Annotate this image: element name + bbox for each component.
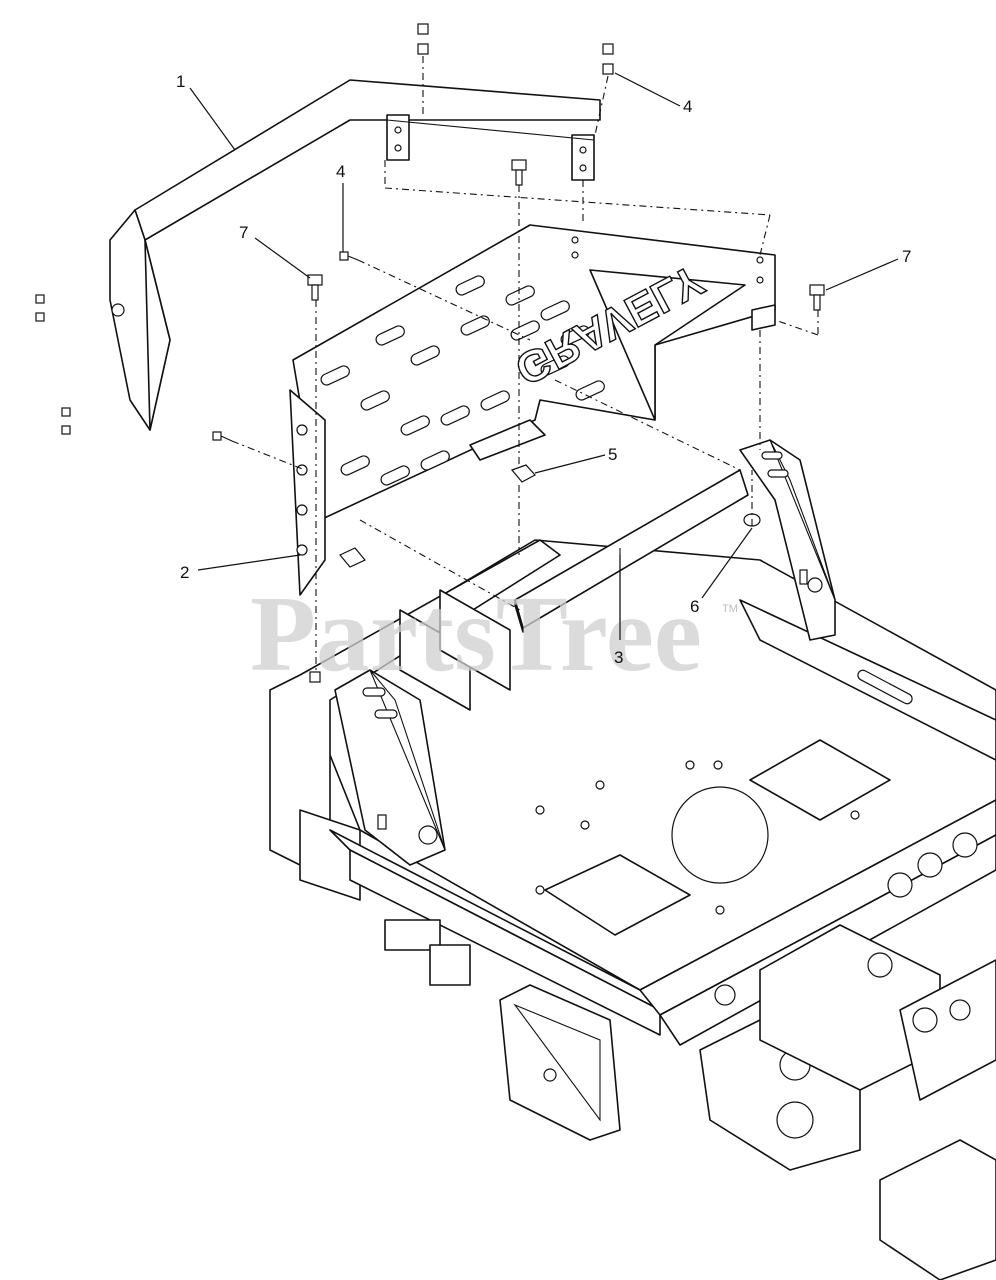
- seat-back-panel-part-2: GRAVELY: [289, 224, 776, 596]
- seat-pan-part-1: [109, 79, 601, 431]
- svg-text:5: 5: [608, 445, 617, 464]
- seat-support-bracket-left: [334, 669, 446, 866]
- panel-slots: [320, 275, 605, 486]
- svg-text:1: 1: [176, 72, 185, 91]
- svg-text:6: 6: [690, 597, 699, 616]
- svg-text:4: 4: [683, 97, 692, 116]
- callouts: 1 4 4 7 7 5 2 6: [176, 72, 911, 667]
- svg-text:7: 7: [239, 223, 248, 242]
- callout-6: 6: [690, 527, 753, 616]
- partstree-watermark: PartsTree TM: [250, 575, 738, 694]
- callout-4-top: 4: [614, 72, 692, 116]
- callout-7-left: 7: [239, 223, 311, 279]
- callout-5: 5: [534, 445, 617, 474]
- callout-2: 2: [180, 554, 301, 582]
- callout-1: 1: [176, 72, 236, 151]
- svg-text:4: 4: [336, 162, 345, 181]
- mower-frame-chassis: [269, 539, 996, 1280]
- fasteners: [35, 23, 825, 683]
- explode-lines: [231, 56, 819, 670]
- callout-3: 3: [614, 555, 623, 667]
- svg-text:3: 3: [614, 648, 623, 667]
- callout-4-left: 4: [336, 162, 345, 252]
- callout-7-right: 7: [825, 247, 911, 291]
- svg-text:2: 2: [180, 563, 189, 582]
- watermark-tm: TM: [722, 603, 738, 615]
- svg-text:7: 7: [902, 247, 911, 266]
- seat-support-bracket-right: [739, 439, 836, 641]
- watermark-text: PartsTree: [250, 575, 702, 694]
